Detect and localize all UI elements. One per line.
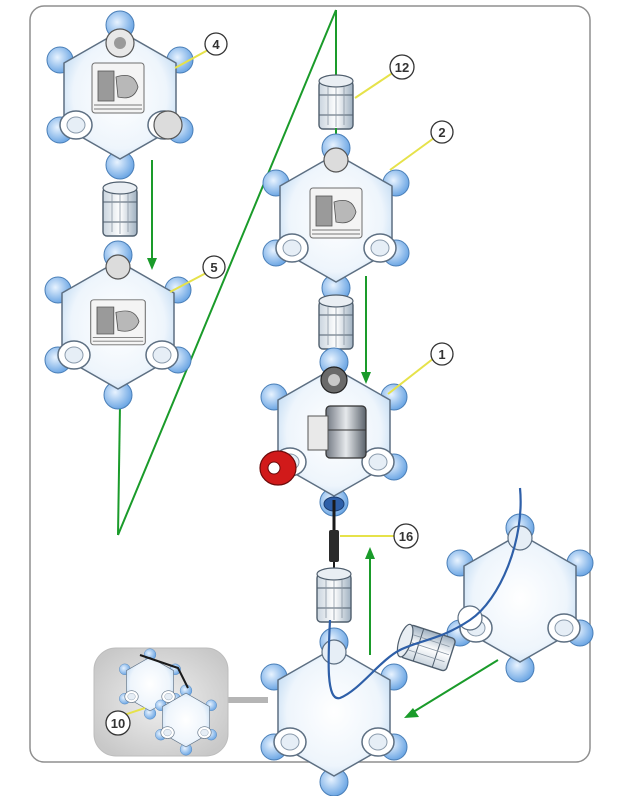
callout-16: 16 (393, 523, 419, 549)
leader-lines (117, 49, 435, 718)
connector-cylinder-icon (102, 181, 138, 237)
callout-1: 1 (430, 342, 454, 366)
callout-10: 10 (105, 710, 131, 736)
connector-12 (318, 74, 354, 130)
connector-cylinder-icon (318, 294, 354, 350)
module-5 (44, 240, 192, 410)
svg-text:12: 12 (395, 60, 409, 75)
module-4 (46, 10, 194, 180)
callout-2: 2 (430, 120, 454, 144)
svg-text:4: 4 (212, 37, 220, 52)
callout-4: 4 (204, 32, 228, 56)
svg-text:10: 10 (111, 716, 125, 731)
assembly-path-lines (117, 9, 337, 536)
arrow-up-center (365, 547, 375, 655)
svg-text:2: 2 (438, 125, 445, 140)
callout-5: 5 (202, 255, 226, 279)
arrow-4-down (147, 160, 157, 270)
callout-12: 12 (389, 54, 415, 80)
module-2 (262, 133, 410, 303)
arrow-right-to-bottom (404, 659, 499, 718)
svg-text:5: 5 (210, 260, 217, 275)
svg-text:1: 1 (438, 347, 445, 362)
motor-icon (307, 405, 367, 459)
cable-icon (327, 487, 522, 700)
arrow-2-down (361, 276, 371, 384)
module-1 (259, 347, 408, 517)
connector-cylinder-icon (316, 567, 352, 623)
red-knob (259, 450, 297, 486)
svg-text:16: 16 (399, 529, 413, 544)
